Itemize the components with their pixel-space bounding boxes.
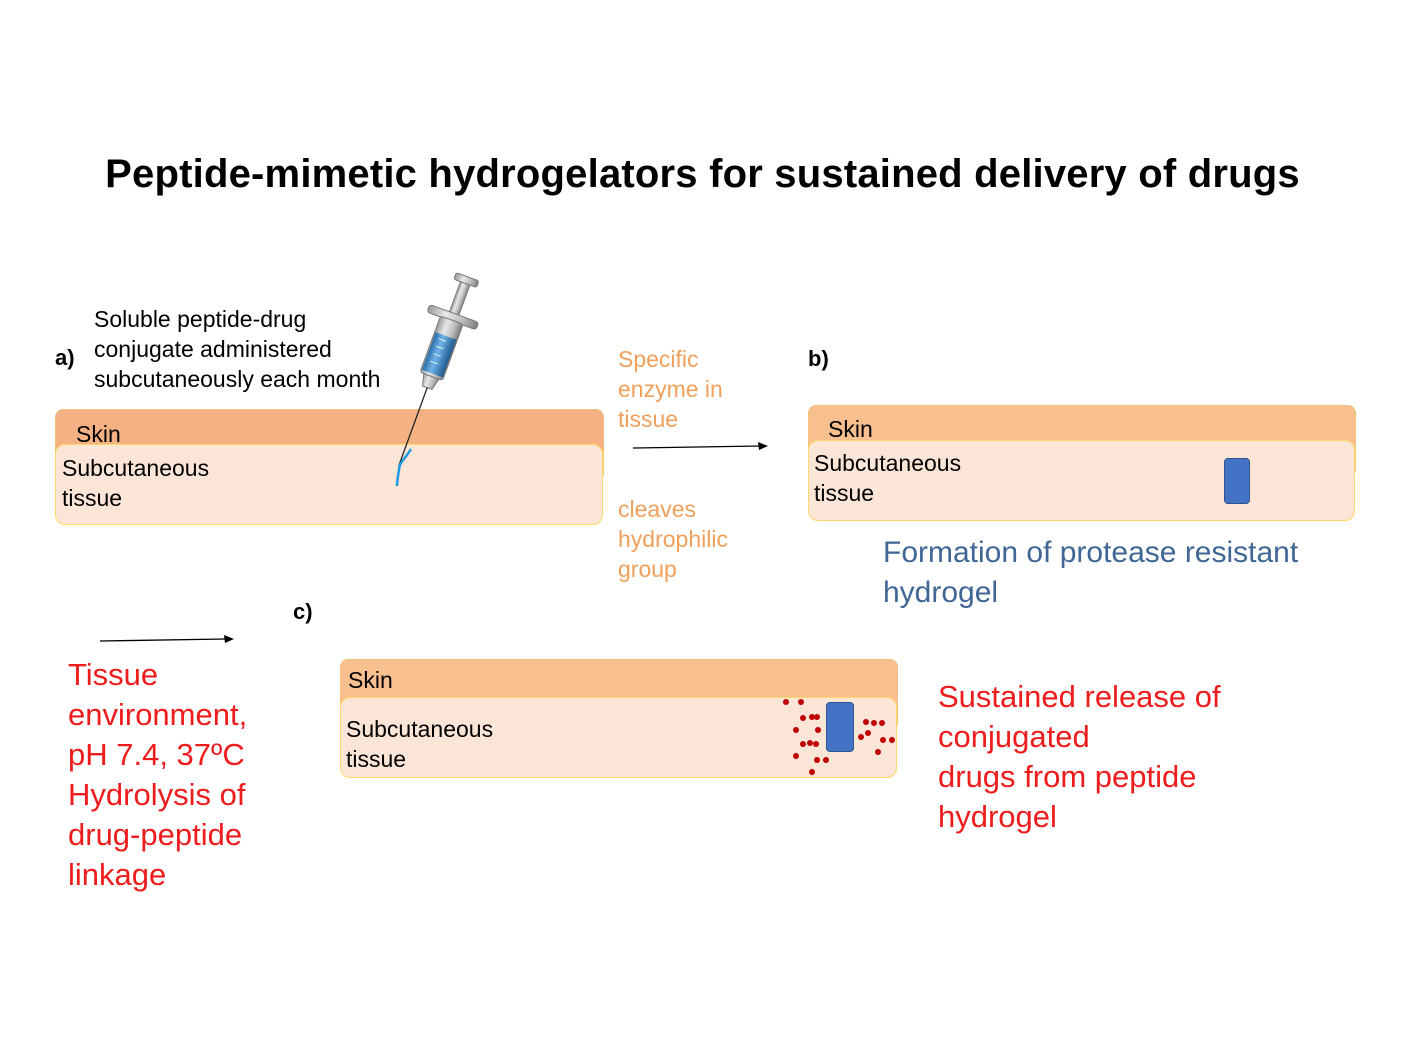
drug-particle [793, 727, 799, 733]
cleavage-note-line: cleaves [618, 496, 696, 522]
panel-c-tissue-layer [340, 697, 897, 778]
drug-particle [813, 741, 819, 747]
panel-a-skin-label: Skin [76, 421, 121, 447]
panel-a-note-line: Soluble peptide-drug [94, 306, 307, 332]
hydrogel-depot [1224, 458, 1250, 504]
enzyme-note-line: Specific [618, 346, 699, 372]
panel-a-tissue-label: Subcutaneous tissue [62, 453, 209, 513]
panel-b-tissue-layer [808, 440, 1355, 521]
drug-particle [814, 714, 820, 720]
tissue-label-line: tissue [62, 485, 123, 511]
drug-particle [889, 737, 895, 743]
panel-b-caption: Formation of protease resistant hydrogel [883, 533, 1298, 613]
panel-c-label: c) [293, 599, 313, 624]
drug-particle [783, 699, 789, 705]
cleavage-note-line: hydrophilic [618, 526, 728, 552]
hydrogel-depot [826, 702, 854, 752]
drug-particle [814, 757, 820, 763]
panel-a-label: a) [55, 345, 75, 370]
drug-particle [800, 741, 806, 747]
tissue-label-line: Subcutaneous [814, 450, 962, 476]
panel-b-caption-line: Formation of protease resistant [883, 536, 1299, 569]
panel-b-skin-label: Skin [828, 416, 873, 442]
panel-a-note-line: subcutaneously each month [94, 366, 381, 392]
tissue-label-line: Subcutaneous [346, 716, 494, 742]
hydrolysis-note-line: drug-peptide [68, 817, 243, 852]
hydrolysis-note-line: linkage [68, 857, 167, 892]
drug-particle [800, 715, 806, 721]
tissue-label-line: Subcutaneous [62, 455, 210, 481]
hydrolysis-note-line: environment, [68, 697, 248, 732]
panel-a-note-line: conjugate administered [94, 336, 332, 362]
drug-particle [815, 727, 821, 733]
panel-c-caption-line: Sustained release of [938, 679, 1221, 714]
panel-c-caption-line: drugs from peptide [938, 759, 1197, 794]
hydrolysis-note-line: Hydrolysis of [68, 777, 246, 812]
panel-a-note: Soluble peptide-drug conjugate administe… [94, 304, 380, 394]
drug-particle [865, 730, 871, 736]
hydrolysis-note-line: pH 7.4, 37ºC [68, 737, 245, 772]
drug-particle [871, 720, 877, 726]
hydrolysis-note-line: Tissue [68, 657, 159, 692]
panel-c-caption: Sustained release of conjugated drugs fr… [938, 677, 1221, 837]
cleavage-note-line: group [618, 556, 677, 582]
drug-particle [880, 737, 886, 743]
panel-c-skin-label: Skin [348, 667, 393, 693]
enzyme-note-line: enzyme in [618, 376, 723, 402]
drug-particle [863, 719, 869, 725]
panel-c-tissue-label: Subcutaneous tissue [346, 714, 493, 774]
panel-c-caption-line: hydrogel [938, 799, 1057, 834]
drug-particle [875, 749, 881, 755]
needle-tip-trace [395, 448, 413, 487]
panel-b-caption-line: hydrogel [883, 576, 999, 609]
tissue-label-line: tissue [814, 480, 875, 506]
drug-particle [858, 734, 864, 740]
panel-b-label: b) [808, 346, 829, 371]
page-title: Peptide-mimetic hydrogelators for sustai… [105, 152, 1300, 196]
drug-particle [798, 699, 804, 705]
drug-particle [823, 757, 829, 763]
panel-a-tissue-layer [55, 444, 603, 525]
drug-particle [809, 714, 815, 720]
drug-particle [807, 740, 813, 746]
tissue-label-line: tissue [346, 746, 407, 772]
drug-particle [809, 769, 815, 775]
drug-particle [879, 720, 885, 726]
cleavage-note: cleaves hydrophilic group [618, 494, 728, 584]
panel-c-caption-line: conjugated [938, 719, 1090, 754]
enzyme-note-line: tissue [618, 406, 679, 432]
drug-particle [793, 753, 799, 759]
enzyme-note: Specific enzyme in tissue [618, 344, 723, 434]
hydrolysis-note: Tissue environment, pH 7.4, 37ºC Hydroly… [68, 655, 247, 895]
panel-b-tissue-label: Subcutaneous tissue [814, 448, 961, 508]
